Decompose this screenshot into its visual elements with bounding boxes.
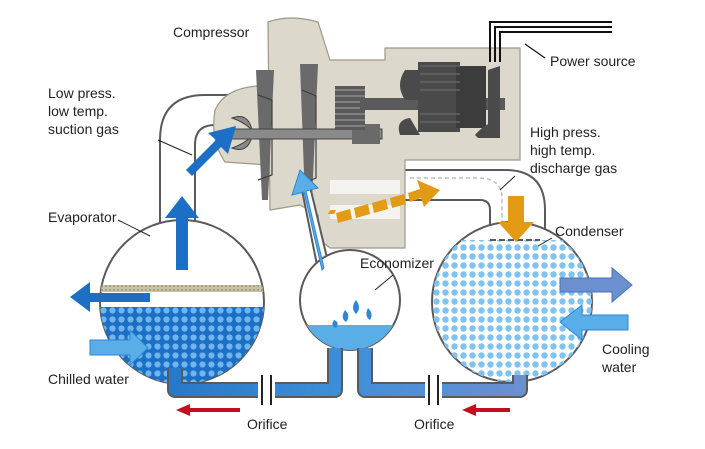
orifice-left-icon — [261, 375, 272, 405]
discharge-gas-label-line-3: discharge gas — [530, 160, 617, 176]
suction-gas-label-line-1: Low press. — [48, 85, 116, 101]
discharge-gas-label-line-2: high temp. — [530, 142, 595, 158]
compressor-label: Compressor — [173, 24, 250, 40]
liquid-line — [167, 348, 528, 398]
orifice-right-icon — [428, 375, 439, 405]
economizer-flow-arrow — [291, 169, 325, 271]
discharge-flow-arrow — [328, 180, 534, 242]
cooling-water-label-line-2: water — [601, 359, 637, 375]
condenser-label: Condenser — [555, 223, 624, 239]
leader-lines — [117, 139, 553, 291]
discharge-gas-label-line-1: High press. — [530, 124, 601, 140]
motor-icon — [360, 62, 505, 138]
chilled-water-arrow — [89, 328, 149, 367]
suction-flow-arrow — [165, 126, 236, 270]
labels: Compressor Power source Low press. low t… — [48, 24, 649, 432]
economizer — [299, 249, 401, 351]
spray-icon — [332, 300, 372, 328]
suction-gas-label-line-3: suction gas — [48, 121, 119, 137]
chilled-water-label: Chilled water — [48, 371, 129, 387]
economizer-label: Economizer — [360, 255, 434, 271]
condenser — [431, 221, 593, 383]
cooling-water-in-arrow — [559, 303, 629, 342]
flow-direction-arrows — [176, 404, 510, 416]
power-source-label: Power source — [550, 53, 636, 69]
evaporator-outlet-arrow — [70, 282, 150, 312]
suction-gas-label-line-2: low temp. — [48, 103, 108, 119]
cooling-water-out-arrow — [559, 266, 633, 304]
orifice-right-label: Orifice — [414, 416, 455, 432]
power-cable-icon — [489, 21, 612, 62]
evaporator-label: Evaporator — [48, 209, 117, 225]
cooling-water-label-line-1: Cooling — [602, 341, 649, 357]
orifice-left-label: Orifice — [247, 416, 288, 432]
